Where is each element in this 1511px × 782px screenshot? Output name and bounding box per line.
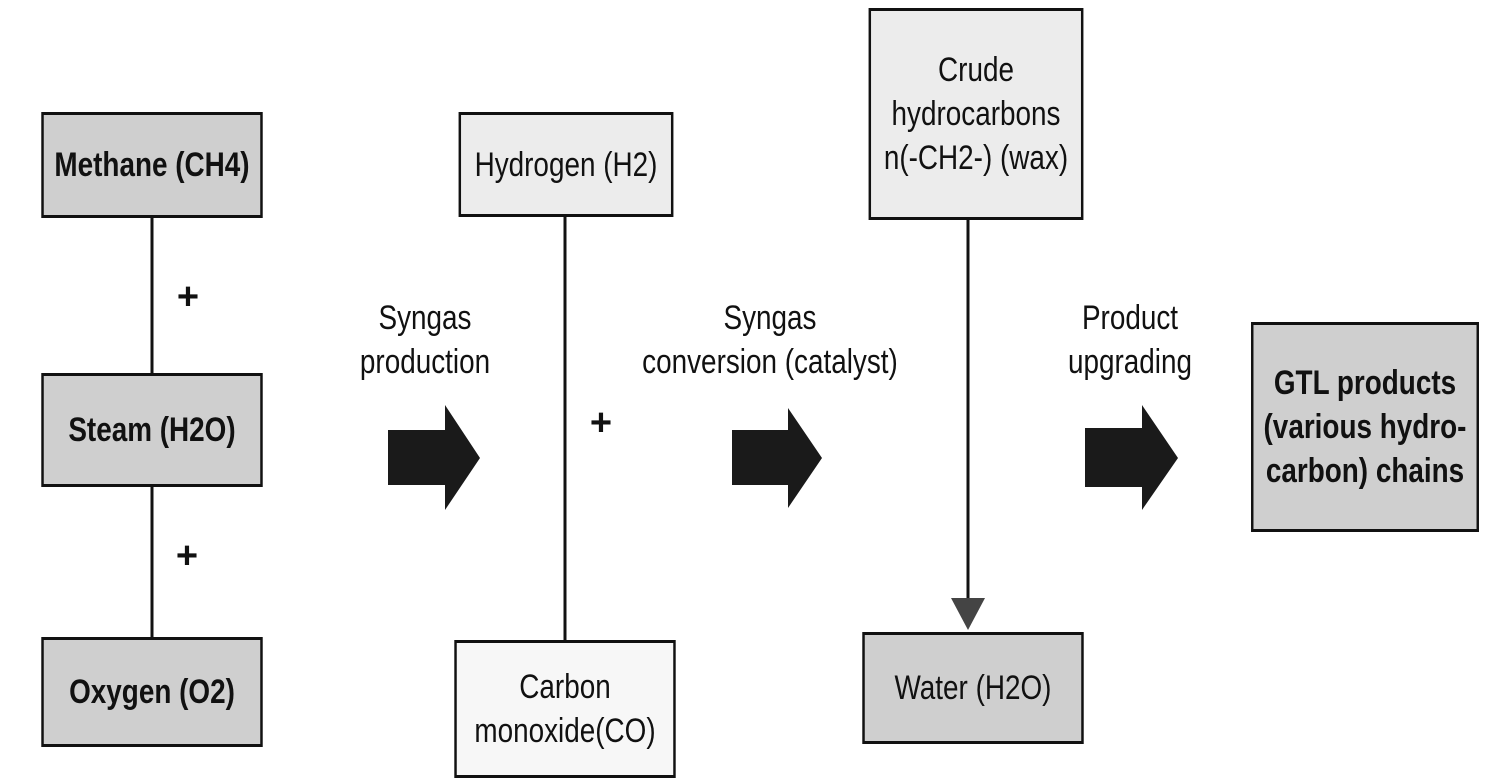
methane-label: Methane (CH4) bbox=[54, 146, 250, 184]
crude-hydrocarbons-box: Crude hydrocarbons n(-CH2-) (wax) bbox=[868, 8, 1084, 220]
hydrogen-box: Hydrogen (H2) bbox=[458, 112, 674, 217]
carbon-monoxide-line1: Carbon bbox=[519, 668, 611, 706]
plus-sign-1: + bbox=[176, 276, 200, 318]
syngas-production-line2: production bbox=[359, 343, 491, 381]
syngas-conversion-line2: conversion (catalyst) bbox=[642, 343, 898, 381]
arrow-right-icon-3 bbox=[1085, 405, 1178, 510]
water-box: Water (H2O) bbox=[862, 632, 1084, 744]
plus-sign-2: + bbox=[175, 535, 199, 577]
syngas-conversion-line1: Syngas bbox=[723, 299, 817, 337]
steam-box: Steam (H2O) bbox=[41, 373, 263, 487]
crude-line2: hydrocarbons bbox=[891, 95, 1061, 133]
crude-line3: n(-CH2-) (wax) bbox=[883, 139, 1069, 177]
product-upgrading-line2: upgrading bbox=[1067, 343, 1193, 381]
crude-line1: Crude bbox=[938, 51, 1014, 89]
hydrogen-label: Hydrogen (H2) bbox=[474, 145, 658, 184]
oxygen-label: Oxygen (O2) bbox=[69, 673, 235, 711]
product-upgrading-label: Product upgrading bbox=[1040, 296, 1220, 384]
gtl-line3: carbon) chains bbox=[1265, 452, 1465, 490]
down-arrowhead-icon bbox=[951, 598, 985, 630]
gtl-line2: (various hydro- bbox=[1263, 408, 1467, 446]
syngas-conversion-label: Syngas conversion (catalyst) bbox=[631, 296, 910, 384]
product-upgrading-line1: Product bbox=[1081, 299, 1179, 337]
oxygen-box: Oxygen (O2) bbox=[41, 637, 263, 747]
syngas-production-line1: Syngas bbox=[378, 299, 472, 337]
arrow-right-icon-1 bbox=[388, 405, 480, 510]
plus-sign-3: + bbox=[589, 402, 613, 444]
gtl-line1: GTL products bbox=[1273, 364, 1457, 402]
gtl-products-box: GTL products (various hydro- carbon) cha… bbox=[1251, 322, 1479, 532]
carbon-monoxide-line2: monoxide(CO) bbox=[474, 712, 656, 750]
steam-label: Steam (H2O) bbox=[68, 411, 236, 449]
carbon-monoxide-box: Carbon monoxide(CO) bbox=[454, 640, 676, 778]
arrow-right-icon-2 bbox=[732, 408, 822, 508]
water-label: Water (H2O) bbox=[894, 669, 1052, 707]
methane-box: Methane (CH4) bbox=[41, 112, 263, 218]
syngas-production-label: Syngas production bbox=[339, 296, 511, 384]
